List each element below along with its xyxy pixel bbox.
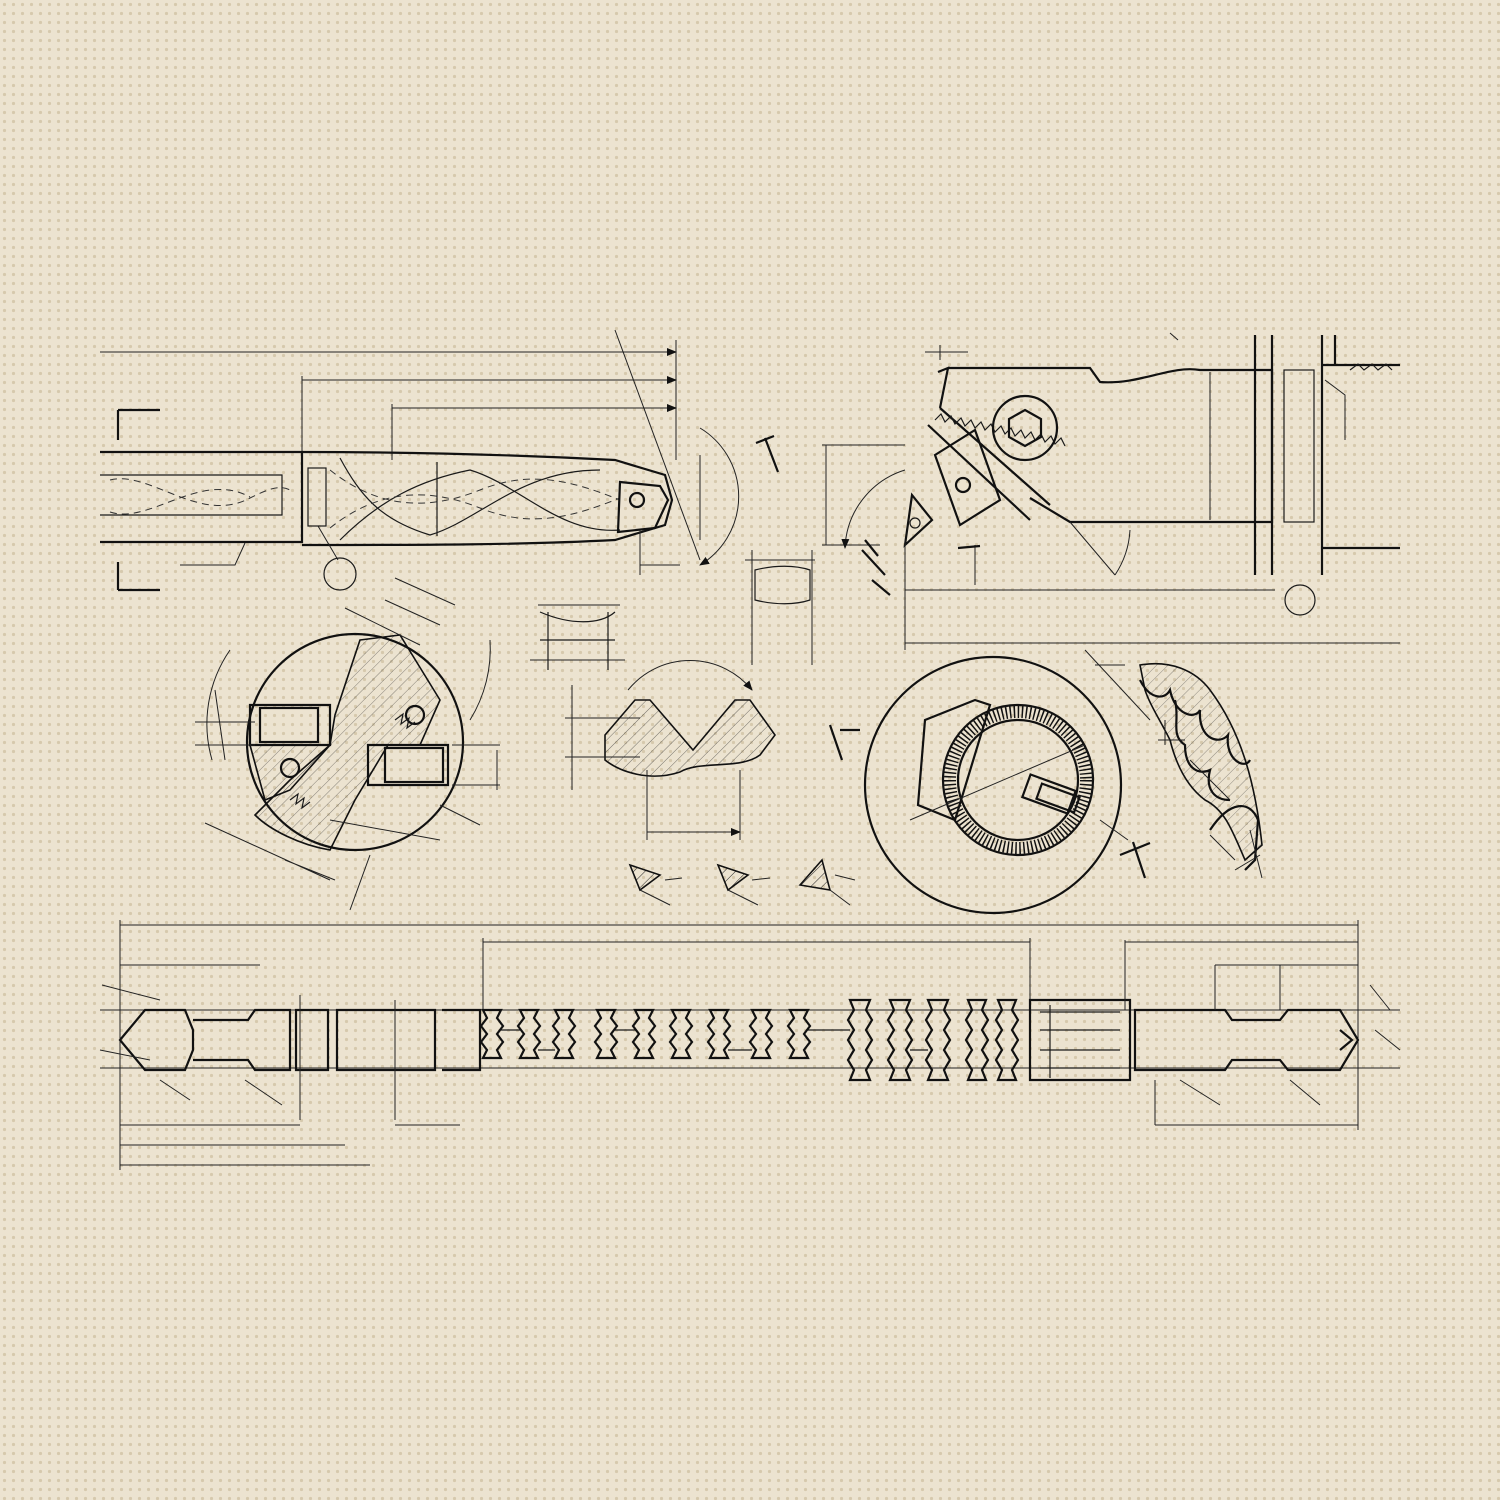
shaft-threads: [479, 998, 1020, 1082]
serrated-profile-drawing: [1084, 649, 1263, 879]
thread-profile-drawing: [530, 550, 815, 840]
knurl-end-view-drawing: [863, 655, 1151, 915]
insert-details: [628, 724, 860, 906]
twist-drill-drawing: [100, 329, 780, 592]
boring-tool-holder-drawing: [822, 332, 1400, 650]
threaded-shaft-drawing: [99, 920, 1401, 1170]
drill-end-view-drawing: [195, 577, 500, 911]
